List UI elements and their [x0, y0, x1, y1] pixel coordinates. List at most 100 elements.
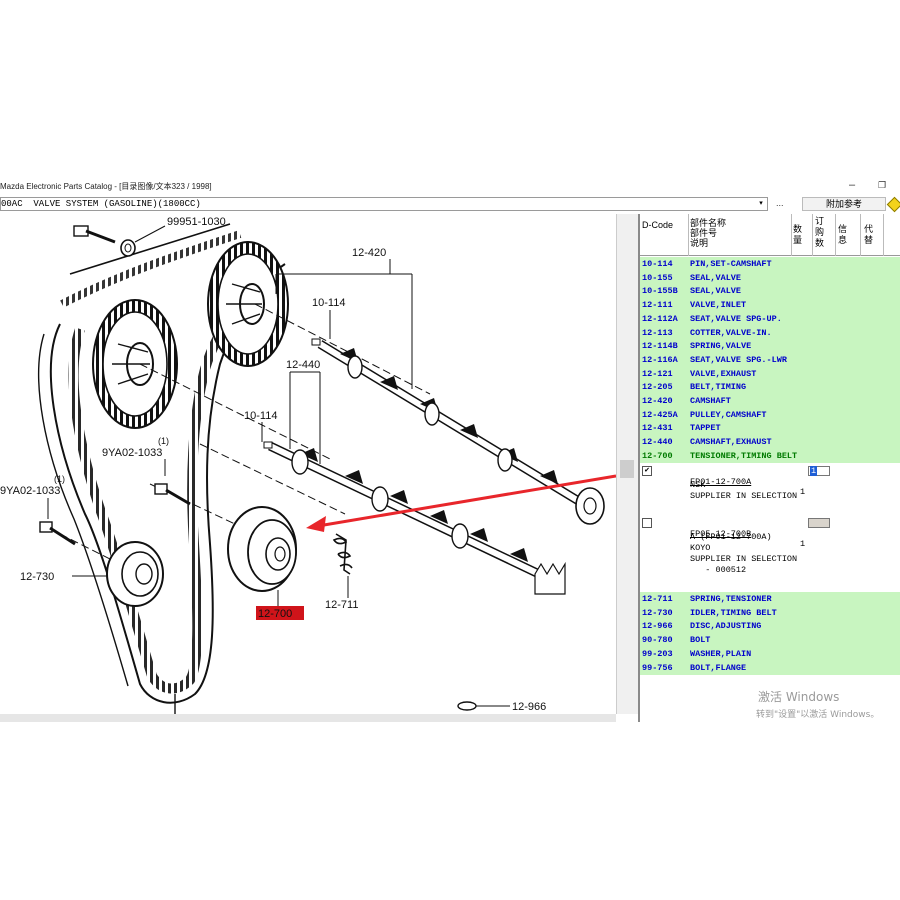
- header-info[interactable]: 信息: [838, 224, 848, 245]
- label-12-730[interactable]: 12-730: [20, 571, 54, 583]
- parts-list-row[interactable]: 12-116A SEAT,VALVE SPG.-LWR: [640, 352, 900, 367]
- row-description: SEAL,VALVE: [690, 286, 742, 297]
- bolt-9ya02-b: [39, 521, 76, 546]
- chevron-down-icon[interactable]: ▾: [759, 200, 763, 207]
- diagram-vertical-scrollbar[interactable]: [616, 214, 638, 714]
- nav-dots-button[interactable]: ...: [776, 198, 784, 208]
- header-qty[interactable]: 数量: [793, 224, 803, 245]
- row-description: IDLER,TIMING BELT: [690, 607, 777, 618]
- row-dcode: 12-425A: [642, 409, 678, 420]
- label-12-966[interactable]: 12-966: [512, 701, 546, 713]
- row-dcode: 12-114B: [642, 341, 678, 352]
- bolt-9ya02-a: [154, 483, 191, 506]
- row-description: TENSIONER,TIMING BELT: [690, 450, 798, 461]
- row-description: TAPPET: [690, 423, 721, 434]
- row-dcode: 12-431: [642, 423, 673, 434]
- adjusting-disc: [457, 701, 477, 711]
- section-select[interactable]: 00AC VALVE SYSTEM (GASOLINE)(1800CC) ▾: [0, 197, 768, 211]
- panel-splitter[interactable]: [638, 214, 640, 722]
- option-fp01-note-1: NSK: [690, 480, 706, 490]
- cam-pulley-lower: [92, 299, 178, 429]
- row-description: SEAT,VALVE SPG.-LWR: [690, 354, 787, 365]
- option-fp01-part-number[interactable]: FP01-12-700A: [690, 476, 752, 487]
- label-9ya02-1033-b[interactable]: 9YA02-1033: [0, 485, 60, 497]
- row-description: BOLT: [690, 635, 711, 646]
- diagram-horizontal-scrollbar[interactable]: [0, 714, 616, 722]
- scrollbar-thumb[interactable]: [620, 460, 634, 478]
- option-fp01-note-2: SUPPLIER IN SELECTION: [690, 491, 798, 501]
- row-dcode: 12-116A: [642, 354, 678, 365]
- label-12-420[interactable]: 12-420: [352, 247, 386, 259]
- header-name-line1[interactable]: 部件名称: [690, 218, 727, 228]
- row-dcode: 90-780: [642, 635, 673, 646]
- row-description: PIN,SET-CAMSHAFT: [690, 259, 772, 269]
- option-fp05-order-input[interactable]: [808, 518, 830, 528]
- parts-list-row[interactable]: 90-780 BOLT: [640, 633, 900, 648]
- row-description: SEAT,VALVE SPG-UP.: [690, 313, 782, 324]
- catalog-window: Mazda Electronic Parts Catalog - [目录图像/文…: [0, 176, 900, 722]
- parts-list-row[interactable]: 12-431 TAPPET: [640, 421, 900, 436]
- header-name-line2: 部件号: [690, 228, 718, 238]
- minimize-icon[interactable]: –: [849, 179, 856, 191]
- tensioner-spring: [332, 533, 353, 575]
- label-12-700[interactable]: 12-700: [258, 608, 292, 620]
- option-fp05-note-4: - 000512: [690, 565, 747, 575]
- restore-icon[interactable]: ❐: [878, 180, 887, 190]
- parts-list-row[interactable]: 12-121 VALVE,EXHAUST: [640, 366, 900, 381]
- header-order-qty[interactable]: 订购数: [815, 216, 825, 248]
- row-description: COTTER,VALVE-IN.: [690, 327, 772, 338]
- row-dcode: 12-121: [642, 368, 673, 379]
- row-dcode: 12-420: [642, 396, 673, 406]
- highlight-12-700: [256, 606, 304, 620]
- option-fp05-note-2: KOYO: [690, 543, 711, 553]
- section-select-value: 00AC VALVE SYSTEM (GASOLINE)(1800CC): [1, 199, 201, 209]
- option-fp01-order-input[interactable]: 1: [808, 466, 830, 476]
- bolt-top: [73, 225, 136, 257]
- label-9ya02-1033-a[interactable]: 9YA02-1033: [102, 447, 162, 459]
- option-fp01-qty: 1: [800, 487, 806, 497]
- row-dcode: 12-440: [642, 437, 673, 448]
- label-10-114-b[interactable]: 10-114: [244, 410, 277, 422]
- row-dcode: 12-205: [642, 382, 673, 393]
- parts-list-row[interactable]: 12-711 SPRING,TENSIONER: [640, 592, 900, 606]
- option-fp01-checkbox[interactable]: ✔: [642, 466, 652, 476]
- title-bar: Mazda Electronic Parts Catalog - [目录图像/文…: [0, 176, 900, 196]
- header-replace[interactable]: 代替: [864, 224, 874, 245]
- option-fp05-qty: 1: [800, 539, 806, 549]
- row-description: SPRING,TENSIONER: [690, 594, 772, 604]
- label-12-440[interactable]: 12-440: [286, 359, 320, 371]
- row-dcode: 12-111: [642, 300, 673, 311]
- activation-watermark-title: 激活 Windows: [758, 690, 840, 704]
- cam-pulley-upper: [207, 241, 289, 367]
- label-12-711[interactable]: 12-711: [325, 599, 358, 611]
- option-fp05-part-number[interactable]: FP05-12-700B: [690, 528, 752, 539]
- header-dcode[interactable]: D-Code: [642, 220, 674, 230]
- idler-pulley: [106, 541, 164, 607]
- add-reference-button[interactable]: 附加参考: [802, 197, 886, 211]
- label-99951-1030[interactable]: 99951-1030: [167, 216, 226, 228]
- parts-diagram[interactable]: 99951-1030 12-420 10-114: [0, 214, 616, 714]
- option-fp05-note-3: SUPPLIER IN SELECTION: [690, 554, 798, 564]
- row-description: VALVE,EXHAUST: [690, 368, 757, 379]
- diamond-icon[interactable]: [886, 196, 900, 213]
- option-fp05-checkbox[interactable]: [642, 518, 652, 528]
- row-dcode: 12-711: [642, 594, 673, 604]
- label-10-114-a[interactable]: 10-114: [312, 297, 345, 309]
- row-dcode: 99-203: [642, 648, 673, 659]
